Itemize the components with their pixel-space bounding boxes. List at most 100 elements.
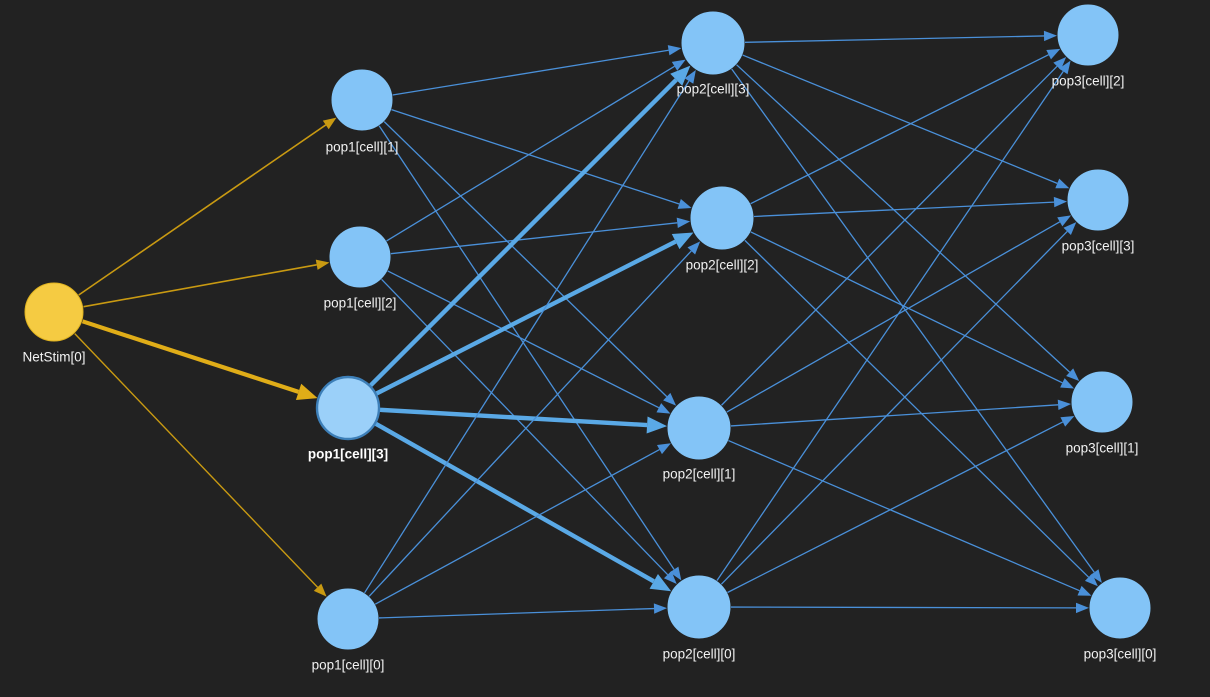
- node-label-pop3cell3: pop3[cell][3]: [1062, 239, 1135, 254]
- node-label-pop2cell0: pop2[cell][0]: [663, 647, 736, 662]
- edge-pop2cell0-to-pop3cell3[interactable]: [720, 222, 1077, 585]
- edge-arrowhead-icon: [646, 416, 668, 434]
- edge-pop1cell2-to-pop2cell0[interactable]: [381, 278, 677, 585]
- edge-arrowhead-icon: [656, 403, 671, 414]
- edge-arrowhead-icon: [1053, 196, 1068, 208]
- edge-arrowhead-icon: [1077, 585, 1092, 596]
- edge-pop2cell0-to-pop3cell1[interactable]: [727, 416, 1075, 594]
- edge-arrowhead-icon: [1060, 416, 1075, 427]
- edge-arrowhead-icon: [295, 383, 318, 400]
- edge-pop2cell0-to-pop3cell2[interactable]: [716, 60, 1071, 581]
- node-label-pop2cell2: pop2[cell][2]: [686, 258, 759, 273]
- edge-layer: [74, 30, 1102, 619]
- edge-pop2cell2-to-pop3cell3[interactable]: [753, 196, 1068, 218]
- edge-pop2cell2-to-pop3cell0[interactable]: [744, 239, 1098, 587]
- edge-pop2cell0-to-pop3cell0[interactable]: [730, 602, 1089, 614]
- edge-arrowhead-icon: [677, 199, 692, 209]
- edge-arrowhead-icon: [1090, 569, 1102, 583]
- edge-pop1cell3-to-pop2cell1[interactable]: [379, 407, 668, 434]
- node-pop3cell2[interactable]: [1057, 4, 1119, 66]
- edge-arrowhead-icon: [313, 583, 327, 597]
- node-label-pop1cell1: pop1[cell][1]: [326, 140, 399, 155]
- edge-arrowhead-icon: [315, 259, 330, 270]
- node-pop1cell3[interactable]: [315, 375, 381, 441]
- edge-arrowhead-icon: [1058, 60, 1071, 75]
- edge-pop1cell0-to-pop2cell0[interactable]: [378, 603, 668, 619]
- edge-arrowhead-icon: [670, 65, 691, 86]
- edge-arrowhead-icon: [1043, 30, 1058, 42]
- edge-pop1cell2-to-pop2cell1[interactable]: [387, 270, 671, 414]
- node-pop1cell1[interactable]: [331, 69, 393, 131]
- edge-netstim0-to-pop1cell2[interactable]: [83, 259, 330, 308]
- edge-pop1cell2-to-pop2cell2[interactable]: [390, 217, 691, 255]
- edge-pop1cell0-to-pop2cell2[interactable]: [368, 241, 701, 597]
- node-label-pop3cell2: pop3[cell][2]: [1052, 74, 1125, 89]
- edge-arrowhead-icon: [669, 566, 682, 581]
- edge-netstim0-to-pop1cell1[interactable]: [78, 117, 337, 296]
- edge-arrowhead-icon: [1075, 602, 1089, 614]
- edge-pop1cell1-to-pop2cell1[interactable]: [383, 121, 677, 406]
- edge-pop2cell1-to-pop3cell1[interactable]: [730, 399, 1072, 427]
- edge-arrowhead-icon: [676, 217, 691, 228]
- edge-arrowhead-icon: [649, 573, 672, 592]
- edge-arrowhead-icon: [671, 232, 694, 250]
- edge-arrowhead-icon: [322, 117, 337, 130]
- node-pop1cell0[interactable]: [317, 588, 379, 650]
- node-pop2cell2[interactable]: [690, 186, 754, 250]
- edge-pop1cell2-to-pop2cell3[interactable]: [386, 59, 686, 242]
- edge-pop1cell3-to-pop2cell0[interactable]: [374, 421, 672, 592]
- edge-pop1cell0-to-pop2cell3[interactable]: [364, 70, 696, 594]
- edge-pop2cell3-to-pop3cell2[interactable]: [744, 30, 1058, 43]
- node-pop3cell0[interactable]: [1089, 577, 1151, 639]
- edge-arrowhead-icon: [1084, 573, 1098, 587]
- edge-pop1cell0-to-pop2cell1[interactable]: [374, 443, 671, 605]
- node-pop2cell3[interactable]: [681, 11, 745, 75]
- node-label-pop2cell3: pop2[cell][3]: [677, 82, 750, 97]
- node-pop3cell3[interactable]: [1067, 169, 1129, 231]
- edge-netstim0-to-pop1cell0[interactable]: [74, 333, 327, 597]
- edge-arrowhead-icon: [1066, 368, 1080, 381]
- edge-arrowhead-icon: [663, 392, 677, 406]
- node-pop2cell0[interactable]: [667, 575, 731, 639]
- node-pop1cell2[interactable]: [329, 226, 391, 288]
- edge-pop2cell3-to-pop3cell1[interactable]: [736, 64, 1080, 381]
- node-label-pop2cell1: pop2[cell][1]: [663, 467, 736, 482]
- edge-pop2cell1-to-pop3cell2[interactable]: [721, 57, 1067, 406]
- edge-arrowhead-icon: [1055, 178, 1070, 189]
- edge-arrowhead-icon: [667, 45, 682, 56]
- edge-pop2cell3-to-pop3cell3[interactable]: [742, 54, 1070, 189]
- edge-pop2cell3-to-pop3cell0[interactable]: [731, 68, 1102, 583]
- node-label-netstim0: NetStim[0]: [22, 350, 85, 365]
- node-label-pop3cell1: pop3[cell][1]: [1066, 441, 1139, 456]
- edge-pop2cell2-to-pop3cell2[interactable]: [750, 48, 1061, 205]
- node-layer: [24, 4, 1151, 650]
- node-pop3cell1[interactable]: [1071, 371, 1133, 433]
- edge-pop1cell3-to-pop2cell2[interactable]: [375, 232, 694, 396]
- edge-pop1cell3-to-pop2cell3[interactable]: [369, 65, 691, 387]
- node-label-pop3cell0: pop3[cell][0]: [1084, 647, 1157, 662]
- edge-arrowhead-icon: [653, 603, 668, 614]
- node-netstim0[interactable]: [24, 282, 84, 342]
- edge-pop2cell2-to-pop3cell1[interactable]: [750, 231, 1075, 389]
- edge-arrowhead-icon: [1060, 378, 1075, 389]
- edge-pop1cell1-to-pop2cell3[interactable]: [392, 45, 682, 96]
- edge-arrowhead-icon: [1057, 399, 1072, 411]
- node-pop2cell1[interactable]: [667, 396, 731, 460]
- edge-arrowhead-icon: [1057, 215, 1072, 227]
- edge-arrowhead-icon: [687, 241, 701, 255]
- edge-arrowhead-icon: [684, 70, 696, 84]
- node-label-pop1cell0: pop1[cell][0]: [312, 658, 385, 673]
- edge-arrowhead-icon: [1053, 57, 1067, 70]
- edge-pop1cell1-to-pop2cell2[interactable]: [391, 109, 692, 209]
- edge-pop1cell1-to-pop2cell0[interactable]: [378, 125, 682, 581]
- edge-arrowhead-icon: [1063, 222, 1077, 236]
- edge-arrowhead-icon: [663, 571, 677, 585]
- node-label-pop1cell3: pop1[cell][3]: [308, 447, 388, 462]
- node-label-pop1cell2: pop1[cell][2]: [324, 296, 397, 311]
- edge-netstim0-to-pop1cell3[interactable]: [81, 319, 318, 400]
- edge-pop2cell1-to-pop3cell3[interactable]: [726, 215, 1072, 413]
- edge-arrowhead-icon: [671, 59, 686, 71]
- edge-arrowhead-icon: [1046, 48, 1061, 60]
- edge-pop2cell1-to-pop3cell0[interactable]: [728, 439, 1092, 596]
